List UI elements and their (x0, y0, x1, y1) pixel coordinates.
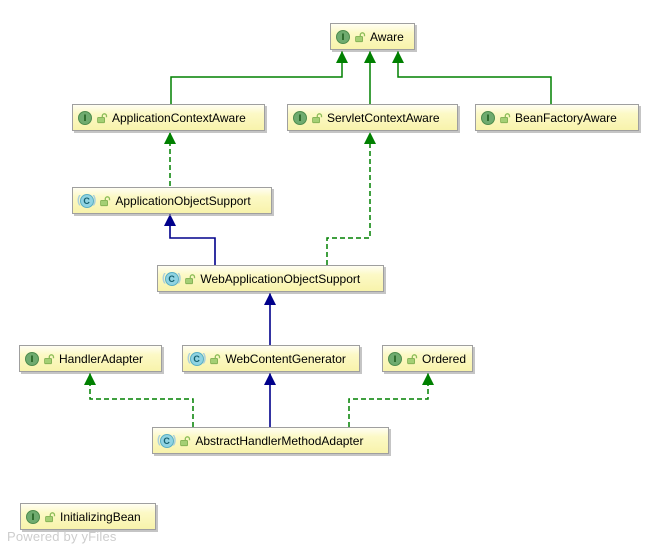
class-name-label: ApplicationContextAware (112, 110, 246, 125)
public-lock-icon (43, 353, 55, 365)
interface-icon: I (78, 110, 92, 125)
abstract-class-icon: (C) (157, 433, 177, 448)
interface-icon: I (25, 351, 39, 366)
interface-icon: I (388, 351, 402, 366)
public-lock-icon (311, 112, 323, 124)
edge-webapplicationobjectsupport-extends-applicationobjectsupport (164, 214, 216, 265)
class-name-label: BeanFactoryAware (515, 110, 617, 125)
interface-icon: I (293, 110, 307, 125)
edge-beanfactoryaware-extends-aware (392, 51, 552, 104)
class-node-initializing-bean[interactable]: I InitializingBean (20, 503, 156, 530)
class-node-aware[interactable]: I Aware (330, 23, 415, 50)
public-lock-icon (354, 31, 366, 43)
abstract-class-icon: (C) (77, 193, 97, 208)
class-name-label: InitializingBean (60, 509, 141, 524)
public-lock-icon (499, 112, 511, 124)
class-node-web-application-object-support[interactable]: (C) WebApplicationObjectSupport (157, 265, 384, 292)
edge-abstracthandlermethodadapter-implements-handleradapter (84, 373, 194, 427)
class-node-abstract-handler-method-adapter[interactable]: (C) AbstractHandlerMethodAdapter (152, 427, 389, 454)
yfiles-watermark: Powered by yFiles (7, 529, 117, 544)
abstract-class-icon: (C) (187, 351, 207, 366)
class-name-label: WebContentGenerator (225, 351, 346, 366)
public-lock-icon (184, 273, 196, 285)
public-lock-icon (209, 353, 221, 365)
class-name-label: HandlerAdapter (59, 351, 144, 366)
interface-icon: I (26, 509, 40, 524)
public-lock-icon (99, 195, 111, 207)
edge-abstracthandlermethodadapter-implements-ordered (348, 373, 434, 427)
class-name-label: ServletContextAware (327, 110, 440, 125)
public-lock-icon (179, 435, 191, 447)
class-name-label: Ordered (422, 351, 467, 366)
abstract-class-icon: (C) (162, 271, 182, 286)
public-lock-icon (96, 112, 108, 124)
class-name-label: Aware (370, 29, 404, 44)
interface-icon: I (481, 110, 495, 125)
class-node-application-context-aware[interactable]: I ApplicationContextAware (72, 104, 265, 131)
class-name-label: WebApplicationObjectSupport (200, 271, 361, 286)
edge-webapplicationobjectsupport-implements-servletcontextaware (326, 132, 376, 265)
class-node-servlet-context-aware[interactable]: I ServletContextAware (287, 104, 458, 131)
interface-icon: I (336, 29, 350, 44)
class-node-ordered[interactable]: I Ordered (382, 345, 473, 372)
class-node-application-object-support[interactable]: (C) ApplicationObjectSupport (72, 187, 272, 214)
public-lock-icon (406, 353, 418, 365)
class-node-handler-adapter[interactable]: I HandlerAdapter (19, 345, 162, 372)
public-lock-icon (44, 511, 56, 523)
class-node-bean-factory-aware[interactable]: I BeanFactoryAware (475, 104, 639, 131)
class-node-web-content-generator[interactable]: (C) WebContentGenerator (182, 345, 360, 372)
edge-applicationcontextaware-extends-aware (170, 51, 348, 104)
class-name-label: ApplicationObjectSupport (115, 193, 251, 208)
class-name-label: AbstractHandlerMethodAdapter (195, 433, 364, 448)
